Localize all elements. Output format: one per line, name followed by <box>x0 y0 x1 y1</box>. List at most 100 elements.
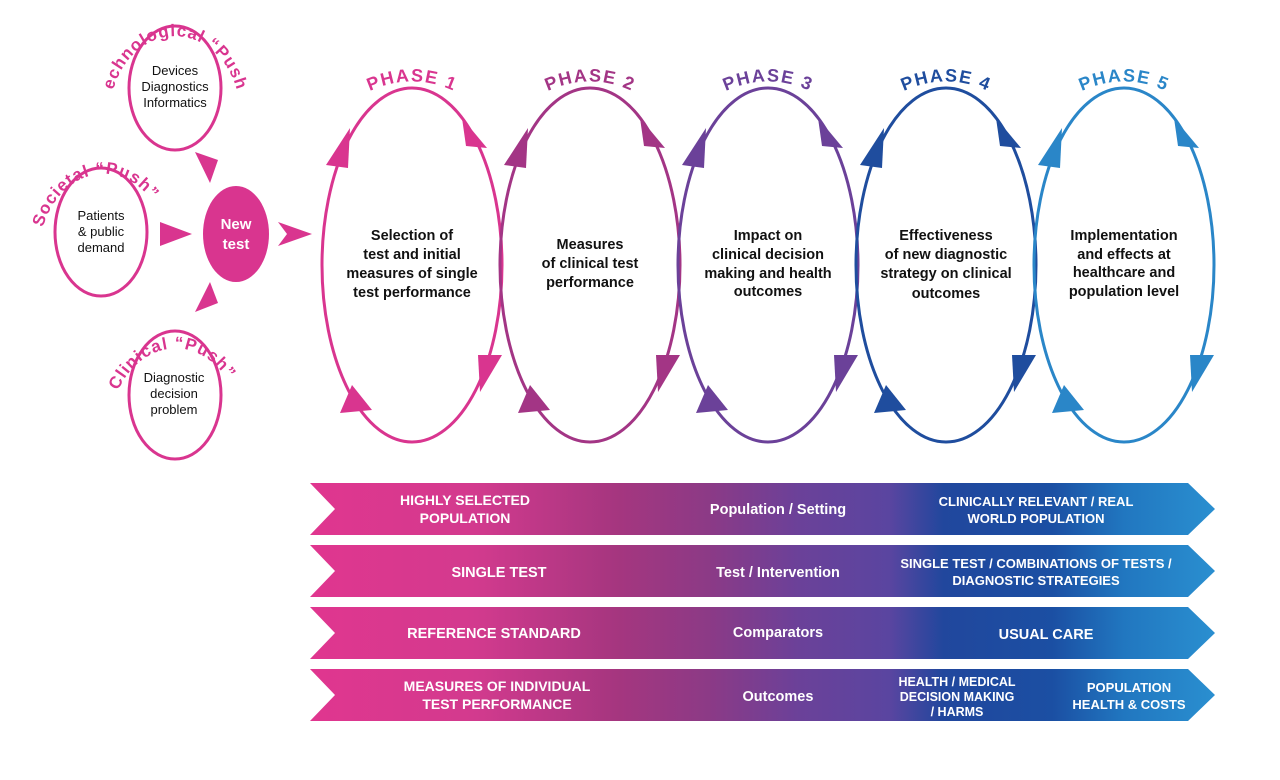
phase-1-arrow-top-right-icon <box>462 118 487 148</box>
phase-4-arrow-top-left-icon <box>860 128 884 168</box>
phase-3-title: PHASE 3 <box>720 65 817 94</box>
band-population-left-line-2: POPULATION <box>420 510 511 526</box>
band-test: SINGLE TEST Test / Intervention SINGLE T… <box>310 545 1215 597</box>
phase-3-line-4: outcomes <box>734 284 803 300</box>
phase-4-arrow-top-right-icon <box>996 118 1021 148</box>
phase-5-cycle <box>1032 86 1216 444</box>
phase-3-line-2: clinical decision <box>712 247 824 263</box>
band-test-right-line-2: DIAGNOSTIC STRATEGIES <box>952 573 1120 588</box>
clinical-push-line-2: decision <box>150 386 198 401</box>
band-outcomes-far-right-line-1: POPULATION <box>1087 680 1171 695</box>
phase-1-title: PHASE 1 <box>364 65 461 94</box>
arrow-tech-to-new-test-icon <box>195 152 218 183</box>
band-comparators-arrow <box>310 607 1215 659</box>
clinical-push-line-1: Diagnostic <box>144 370 205 385</box>
band-population-right-line-1: CLINICALLY RELEVANT / REAL <box>939 494 1134 509</box>
phase-4-arrow-bottom-right-icon <box>1012 355 1036 392</box>
clinical-push-circle <box>127 329 223 461</box>
clinical-push-group: Clinical “Push” Diagnostic decision prob… <box>105 329 239 461</box>
band-population-right-line-2: WORLD POPULATION <box>968 511 1105 526</box>
phase-3-arrow-top-left-icon <box>682 128 706 168</box>
phase-3-arrow-top-right-icon <box>818 118 843 148</box>
phase-3-arrow-bottom-right-icon <box>834 355 858 392</box>
phase-4: PHASE 4 Effectiveness of new diagnostic … <box>854 65 1038 444</box>
new-test-node <box>203 186 269 282</box>
band-population-left-line-1: HIGHLY SELECTED <box>400 492 530 508</box>
band-population-middle: Population / Setting <box>710 502 846 518</box>
phase-2: PHASE 2 Measures of clinical test perfor… <box>498 65 682 444</box>
societal-push-group: Societal “Push” Patients & public demand <box>29 159 162 298</box>
phase-1-line-4: test performance <box>353 285 471 301</box>
phase-1-arrow-bottom-right-icon <box>478 355 502 392</box>
band-test-arrow <box>310 545 1215 597</box>
phase-2-title: PHASE 2 <box>542 65 639 94</box>
phase-3-cycle <box>676 86 860 444</box>
phase-2-arrow-top-left-icon <box>504 128 528 168</box>
phase-5-arrow-bottom-right-icon <box>1190 355 1214 392</box>
band-test-left: SINGLE TEST <box>451 565 546 581</box>
band-outcomes-right-line-1: HEALTH / MEDICAL <box>898 675 1015 689</box>
band-outcomes-far-right-line-2: HEALTH & COSTS <box>1072 697 1185 712</box>
phase-5-title: PHASE 5 <box>1076 65 1173 94</box>
technological-push-circle <box>127 24 223 152</box>
phase-4-title: PHASE 4 <box>898 65 995 94</box>
phase-3: PHASE 3 Impact on clinical decision maki… <box>676 65 860 444</box>
band-test-middle: Test / Intervention <box>716 565 840 581</box>
societal-push-line-3: demand <box>78 240 125 255</box>
band-comparators-middle: Comparators <box>733 625 823 641</box>
phase-1-line-3: measures of single <box>346 266 477 282</box>
societal-push-circle <box>53 166 149 298</box>
technological-push-line-3: Informatics <box>143 95 207 110</box>
societal-push-line-1: Patients <box>78 208 125 223</box>
phase-2-arrow-bottom-right-icon <box>656 355 680 392</box>
phase-4-line-1: Effectiveness <box>899 228 993 244</box>
band-population-arrow <box>310 483 1215 535</box>
band-outcomes-left-line-1: MEASURES OF INDIVIDUAL <box>404 678 591 694</box>
band-comparators: REFERENCE STANDARD Comparators USUAL CAR… <box>310 607 1215 659</box>
phase-5-line-2: and effects at <box>1077 247 1171 263</box>
phase-4-line-4: outcomes <box>912 286 981 302</box>
phase-1-line-1: Selection of <box>371 228 453 244</box>
phase-4-cycle <box>854 86 1038 444</box>
phase-5-line-1: Implementation <box>1070 228 1177 244</box>
phase-2-line-1: Measures <box>557 237 624 253</box>
phase-5-line-3: healthcare and <box>1073 265 1175 281</box>
band-outcomes: MEASURES OF INDIVIDUAL TEST PERFORMANCE … <box>310 669 1215 721</box>
band-comparators-left: REFERENCE STANDARD <box>407 626 581 642</box>
phase-1-cycle <box>320 86 504 444</box>
band-outcomes-middle: Outcomes <box>743 689 814 705</box>
new-test-line-2: test <box>223 236 250 253</box>
societal-push-line-2: & public <box>78 224 125 239</box>
phase-5: PHASE 5 Implementation and effects at he… <box>1032 65 1216 444</box>
phase-1: PHASE 1 Selection of test and initial me… <box>320 65 504 444</box>
phase-1-arrow-top-left-icon <box>326 128 350 168</box>
arrow-new-test-to-phases-icon <box>278 222 312 246</box>
new-test-line-1: New <box>221 216 252 233</box>
phase-4-line-3: strategy on clinical <box>880 266 1011 282</box>
clinical-push-line-3: problem <box>151 402 198 417</box>
phase-3-line-1: Impact on <box>734 228 802 244</box>
arrow-societal-to-new-test-icon <box>160 222 192 246</box>
phase-2-cycle <box>498 86 682 444</box>
band-comparators-right: USUAL CARE <box>999 627 1094 643</box>
technological-push-line-2: Diagnostics <box>141 79 209 94</box>
phase-5-line-4: population level <box>1069 284 1179 300</box>
phase-5-arrow-bottom-left-icon <box>1052 385 1084 413</box>
phase-1-line-2: test and initial <box>363 247 461 263</box>
phase-1-arrow-bottom-left-icon <box>340 385 372 413</box>
arrow-clinical-to-new-test-icon <box>195 282 218 312</box>
phase-2-line-2: of clinical test <box>542 256 639 272</box>
phase-3-arrow-bottom-left-icon <box>696 385 728 413</box>
phase-2-arrow-bottom-left-icon <box>518 385 550 413</box>
phase-5-arrow-top-right-icon <box>1174 118 1199 148</box>
band-outcomes-right-line-2: DECISION MAKING <box>900 690 1015 704</box>
band-test-right-line-1: SINGLE TEST / COMBINATIONS OF TESTS / <box>900 556 1172 571</box>
phase-2-line-3: performance <box>546 275 634 291</box>
band-outcomes-right-line-3: / HARMS <box>931 705 984 719</box>
band-population: HIGHLY SELECTED POPULATION Population / … <box>310 483 1215 535</box>
band-outcomes-arrow <box>310 669 1215 721</box>
phase-4-arrow-bottom-left-icon <box>874 385 906 413</box>
phase-5-arrow-top-left-icon <box>1038 128 1062 168</box>
phase-2-arrow-top-right-icon <box>640 118 665 148</box>
